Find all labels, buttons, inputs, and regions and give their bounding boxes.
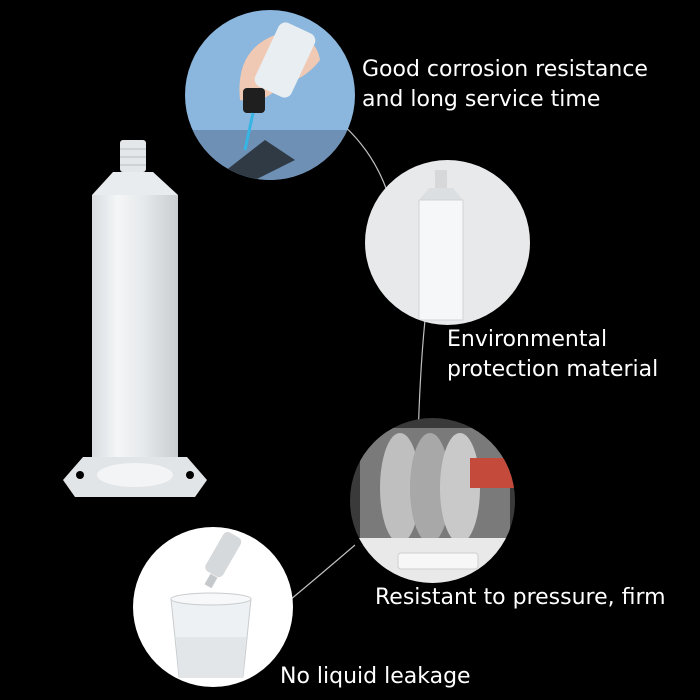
feature-caption-leakage: No liquid leakage — [280, 664, 471, 689]
syringe-under-weight-plates-photo — [350, 418, 515, 583]
syringe-barrel-product-image — [63, 140, 207, 497]
feature-caption-material: Environmental protection material — [447, 327, 659, 382]
feature-caption-pressure: Resistant to pressure, firm — [375, 585, 666, 610]
feature-caption-corrosion: Good corrosion resistance and long servi… — [362, 57, 648, 112]
dispensing-syringe-in-hand-photo — [185, 10, 355, 180]
syringe-tip-over-cup-photo — [133, 527, 293, 687]
syringe-barrel-photo — [365, 160, 530, 325]
